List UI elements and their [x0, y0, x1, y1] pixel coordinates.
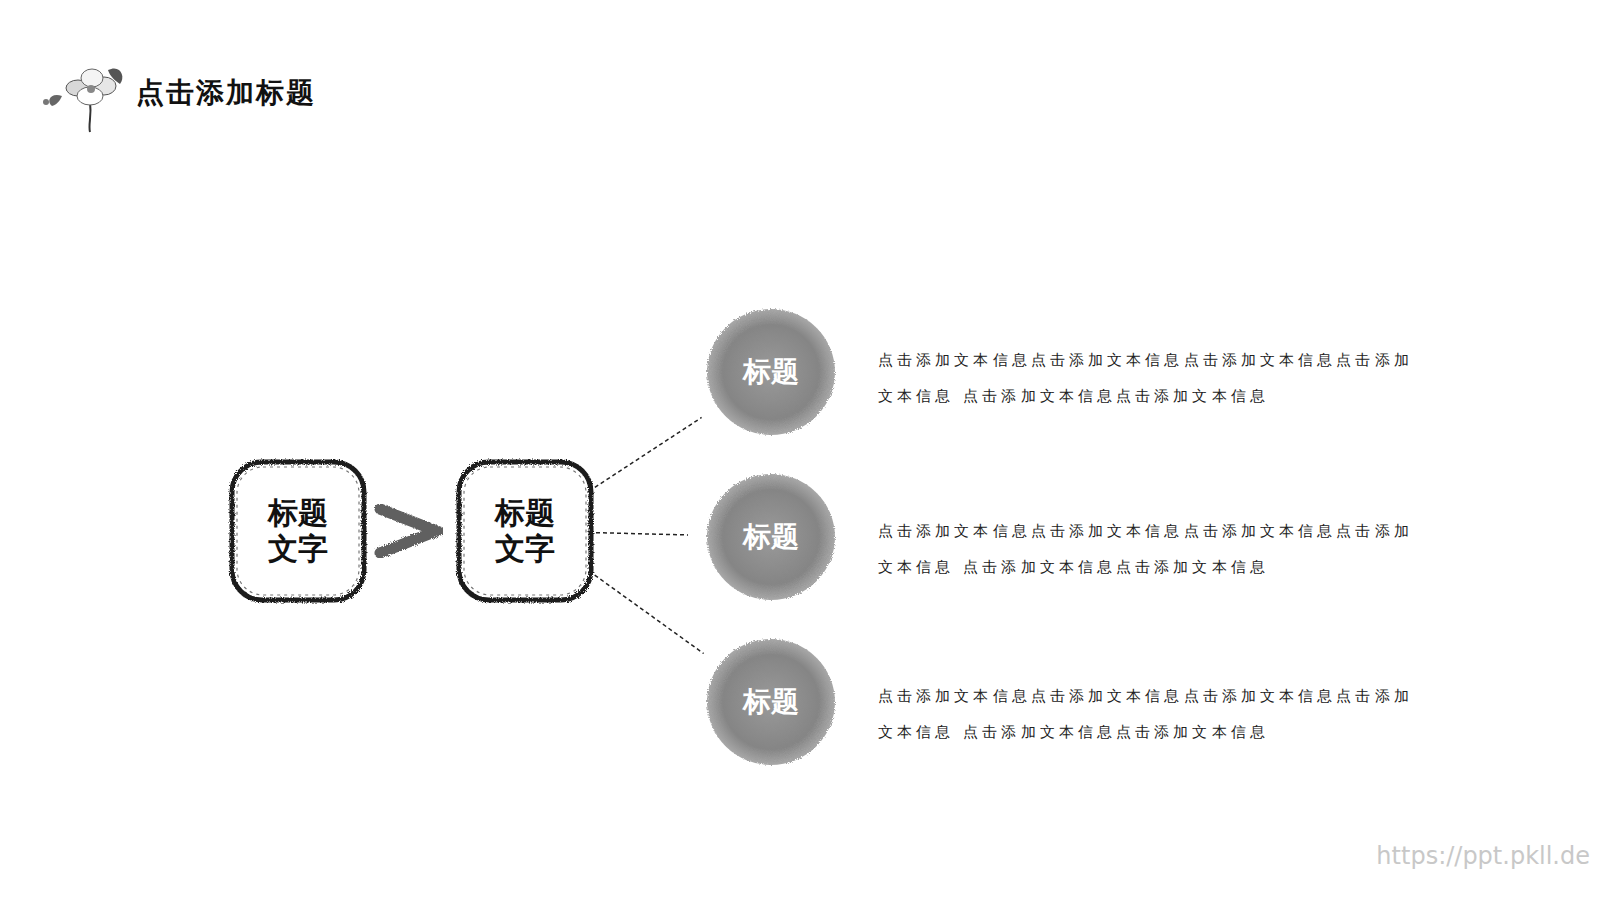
body-text: 点击添加文本信息点击添加文本信息点击添加文本信息点击添加文本信息 点击添加文本信…	[878, 342, 1423, 414]
body-text: 点击添加文本信息点击添加文本信息点击添加文本信息点击添加文本信息 点击添加文本信…	[878, 678, 1423, 750]
chevron-arrow	[380, 509, 437, 553]
node-text: 标题	[743, 518, 799, 556]
node-text: 标题 文字	[492, 495, 558, 567]
title-circle: 标题	[704, 636, 838, 768]
body-text: 点击添加文本信息点击添加文本信息点击添加文本信息点击添加文本信息 点击添加文本信…	[878, 513, 1423, 585]
watermark: https://ppt.pkll.de	[1376, 842, 1590, 870]
title-circle: 标题	[704, 306, 838, 438]
process-box: 标题 文字	[228, 458, 368, 604]
flower-icon	[43, 68, 122, 132]
dashed-connector	[589, 417, 702, 491]
node-text: 标题	[743, 683, 799, 721]
dashed-connector	[589, 533, 688, 535]
node-text: 标题 文字	[265, 495, 331, 567]
slide-title: 点击添加标题	[136, 74, 316, 112]
process-box: 标题 文字	[455, 458, 595, 604]
node-text: 标题	[743, 353, 799, 391]
title-circle: 标题	[704, 471, 838, 603]
dashed-connector	[589, 571, 704, 654]
